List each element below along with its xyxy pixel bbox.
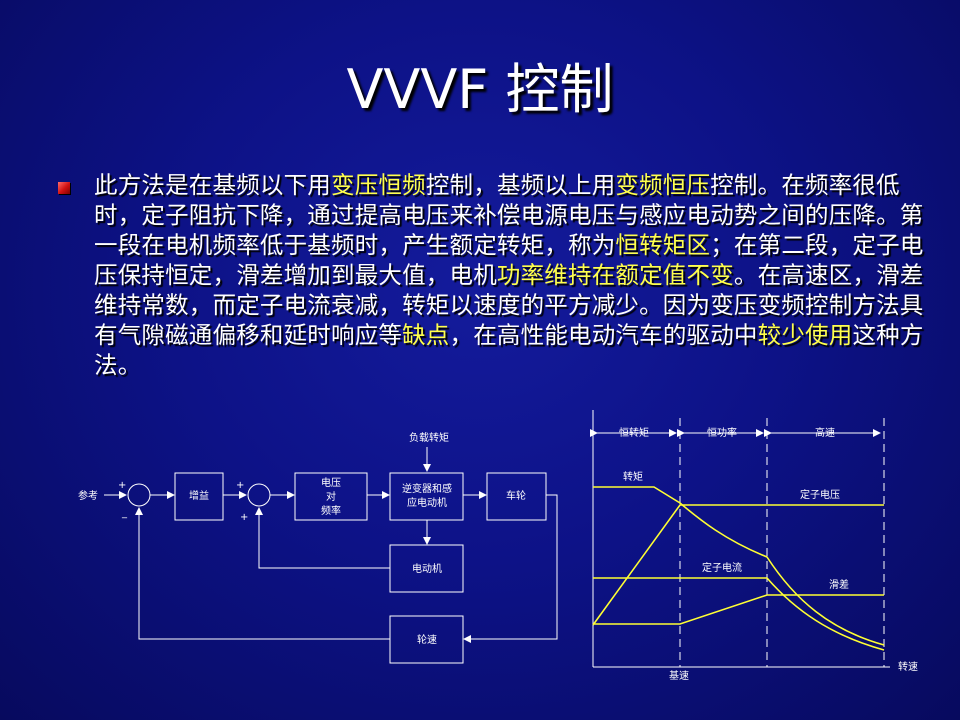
motor-label: 电动机	[412, 562, 442, 575]
stator-current-curve	[593, 577, 885, 651]
stator-voltage-curve	[592, 504, 884, 626]
minus-sign: _	[121, 508, 128, 519]
gain-block	[174, 472, 224, 521]
bullet-icon	[58, 182, 70, 194]
characteristic-labels: 恒转矩 恒功率 高速 转矩 定子电压 定子电流 滑差 基速 转速	[619, 426, 918, 682]
highlighted-phrase: 变频恒压	[615, 171, 711, 199]
plus-sign: +	[236, 480, 244, 491]
highlighted-phrase: 较少使用	[757, 321, 853, 349]
plus-sign: +	[240, 512, 248, 523]
summing-junction-1	[127, 483, 151, 507]
paragraph-segment: ，在高性能电动汽车的驱动中	[449, 321, 758, 349]
bullet-paragraph: 此方法是在基频以下用变压恒频控制，基频以上用变频恒压控制。在频率很低时，定子阻抗…	[94, 170, 924, 380]
paragraph-segment: 控制。在频率很低时，定子阻抗下降，通过提高电压来补偿电源电压与感应电动势之间的压…	[94, 171, 924, 259]
paragraph-segment: 控制，基频以上用	[425, 171, 616, 199]
highlighted-phrase: 缺点	[402, 321, 450, 349]
inverter-motor-label: 应电动机	[407, 496, 447, 509]
voltage-frequency-label: 对	[326, 490, 336, 503]
paragraph-segment: 此方法是在基频以下用	[94, 171, 331, 199]
region-high-speed: 高速	[815, 426, 835, 439]
wheel-speed-label: 轮速	[417, 633, 437, 646]
paragraph-segment: ；在第二段，定子电压保持恒定，滑差增加到最大值，电机	[94, 231, 924, 289]
inverter-motor-label: 逆变器和感	[402, 482, 452, 495]
voltage-frequency-label: 频率	[321, 504, 341, 517]
gain-label: 增益	[189, 489, 209, 502]
diagram-area: 参考 + _ 增益 + + 电压 对 频率 负载转矩 逆变器和感 应电动机 车轮…	[78, 410, 918, 682]
plus-sign: +	[118, 480, 126, 491]
control-block-labels: 参考 + _ 增益 + + 电压 对 频率 负载转矩 逆变器和感 应电动机 车轮…	[78, 431, 526, 646]
base-speed-label: 基速	[669, 669, 689, 682]
highlighted-phrase: 功率维持在额定值不变	[496, 261, 734, 289]
paragraph-segment: 。在高速区，滑差维持常数，而定子电流衰减，转矩以速度的平方减少。因为变压变频控制…	[94, 261, 924, 349]
highlighted-phrase: 恒转矩区	[615, 231, 711, 259]
region-constant-power: 恒功率	[707, 426, 737, 439]
highlighted-phrase: 变压恒频	[331, 171, 426, 199]
speed-label: 转速	[898, 660, 918, 673]
voltage-frequency-block	[294, 472, 368, 521]
voltage-frequency-label: 电压	[321, 476, 341, 489]
inverter-motor-block	[389, 472, 464, 521]
wheel-block	[486, 472, 547, 521]
control-block-diagram	[104, 447, 558, 664]
characteristic-chart	[590, 410, 890, 668]
reference-label: 参考	[78, 489, 98, 502]
slide-title: VVVF 控制	[346, 58, 614, 121]
load-torque-label: 负载转矩	[409, 431, 449, 444]
region-constant-torque: 恒转矩	[619, 426, 649, 439]
torque-label: 转矩	[623, 470, 643, 483]
slip-label: 滑差	[829, 578, 849, 591]
summing-junction-2	[247, 483, 271, 507]
slip-curve	[593, 594, 884, 625]
wheel-label: 车轮	[506, 489, 526, 502]
paragraph-segment: 这种方法。	[94, 321, 924, 379]
stator-current-label: 定子电流	[702, 561, 742, 574]
torque-curve	[593, 486, 885, 646]
stator-voltage-label: 定子电压	[800, 488, 840, 501]
